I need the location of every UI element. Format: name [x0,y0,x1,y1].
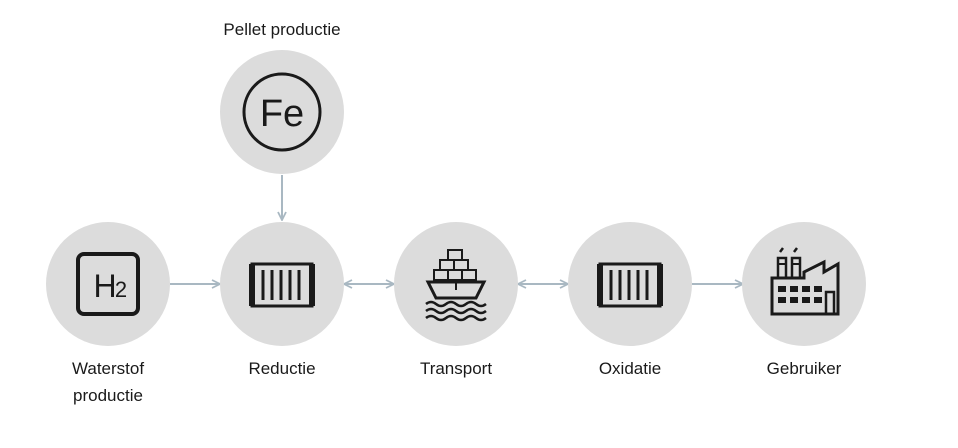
h2-icon: H 2 [76,252,140,316]
label-oxidatie: Oxidatie [598,359,662,378]
svg-text:H: H [93,268,116,304]
container-icon [597,262,663,308]
node-waterstof-productie: H 2 [46,222,170,346]
fe-icon: Fe [242,72,322,152]
label-reductie: Reductie [248,359,316,378]
container-icon [249,262,315,308]
label-waterstof-productie: Waterstof productie [71,359,145,405]
node-pellet-productie: Fe [220,50,344,174]
cargo-ship-icon [425,249,487,322]
node-gebruiker [742,222,866,346]
label-transport: Transport [419,359,493,378]
label-pellet-productie: Pellet productie [223,20,341,39]
label-gebruiker: Gebruiker [766,359,842,378]
svg-text:2: 2 [115,277,127,302]
node-reductie [220,222,344,346]
svg-text:Fe: Fe [260,93,304,135]
node-transport [394,222,518,346]
node-oxidatie [568,222,692,346]
factory-icon [770,247,840,316]
